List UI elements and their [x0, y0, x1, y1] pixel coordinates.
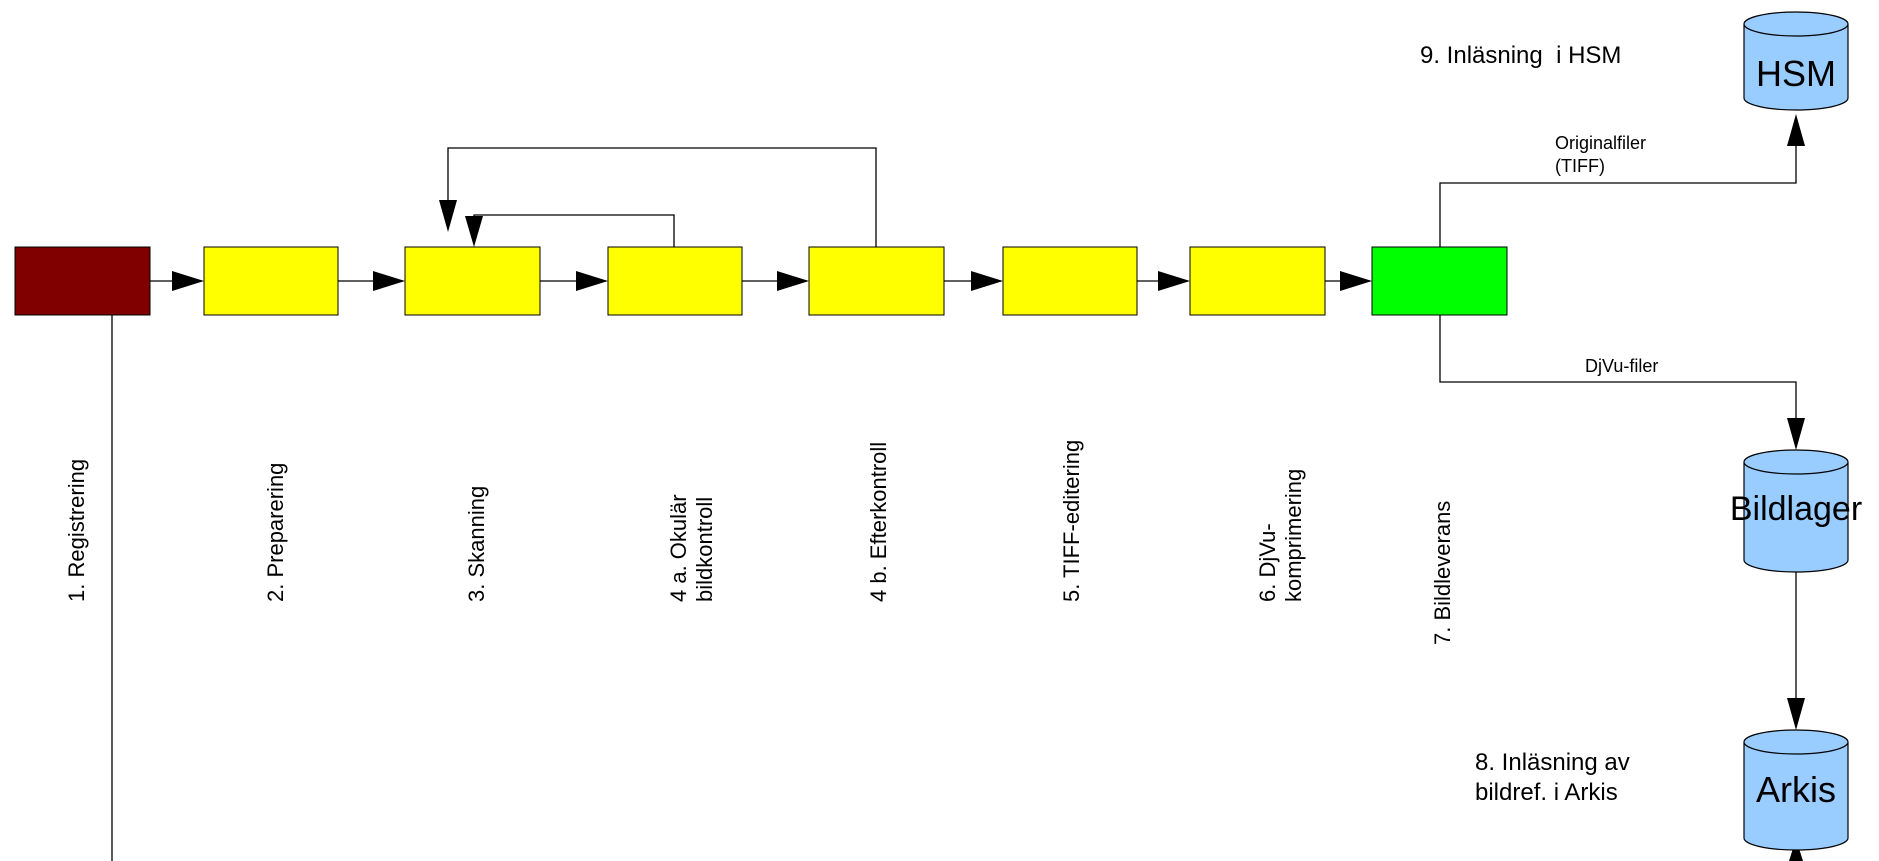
flow-to-hsm-arrowhead	[1787, 114, 1805, 146]
flow-label-djvu-filer: DjVu-filer	[1585, 356, 1658, 376]
loop-efterkontroll-arrowhead	[439, 200, 457, 232]
flow-to-hsm	[1439, 140, 1797, 247]
step-label-tiff-editering: 5. TIFF-editering	[1059, 440, 1084, 602]
step-box-preparering	[203, 246, 339, 316]
database-hsm-label: HSM	[1756, 53, 1836, 94]
database-hsm-top	[1743, 11, 1849, 37]
database-hsm-body	[1743, 24, 1849, 111]
flow-to-bildlager-arrowhead	[1787, 418, 1805, 450]
step-box-djvu-komprimering	[1189, 246, 1326, 316]
loop-okular-to-skanning	[473, 214, 675, 247]
step-label-bildleverans-line1: 7. Bildleverans	[1430, 501, 1455, 645]
feedback-loops	[439, 147, 877, 247]
database-bildlager-top	[1743, 449, 1849, 475]
step-label-okular-line2: bildkontroll	[692, 497, 717, 602]
step-label-registrering: 1. Registrering	[64, 459, 89, 602]
step-label-preparering-line1: 2. Preparering	[263, 463, 288, 602]
step-label-registrering-line1: 1. Registrering	[64, 459, 89, 602]
step-box-registrering	[14, 246, 151, 316]
arrowhead-2-3	[373, 271, 405, 291]
step-label-djvu-line1: 6. DjVu-	[1255, 523, 1280, 602]
arrowhead-1-2	[172, 271, 204, 291]
database-bildlager-body	[1743, 462, 1849, 573]
note-hsm-load: 9. Inläsning i HSM	[1420, 42, 1621, 69]
step-label-skanning-line1: 3. Skanning	[464, 486, 489, 602]
arrowhead-5-6	[971, 271, 1003, 291]
step-box-skanning	[404, 246, 541, 316]
arrowhead-4-5	[777, 271, 809, 291]
database-arkis-top	[1743, 729, 1849, 755]
arrowhead-6-7	[1158, 271, 1190, 291]
flow-bildlager-to-arkis-arrowhead	[1787, 698, 1805, 730]
step-labels: 1. Registrering 2. Preparering 3. Skanni…	[64, 440, 1455, 645]
step-box-efterkontroll	[808, 246, 945, 316]
step-label-djvu-line2: komprimering	[1281, 469, 1306, 602]
step-box-bildleverans	[1371, 246, 1508, 316]
step-label-okular-line1: 4 a. Okulär	[666, 494, 691, 602]
step-label-efterkontroll-line1: 4 b. Efterkontroll	[866, 442, 891, 602]
arrowhead-7-8	[1340, 271, 1372, 291]
database-bildlager-label: Bildlager	[1730, 490, 1862, 528]
note-arkis-load-line1: 8. Inläsning av	[1475, 749, 1630, 776]
flow-label-originalfiler: Originalfiler	[1555, 133, 1646, 153]
step-box-okular-bildkontroll	[607, 246, 743, 316]
step-connectors	[150, 271, 1372, 291]
database-arkis-body	[1743, 742, 1849, 851]
step-label-bildleverans: 7. Bildleverans	[1430, 501, 1455, 645]
step-label-preparering: 2. Preparering	[263, 463, 288, 602]
loop-efterkontroll-to-skanning	[447, 147, 877, 247]
step-box-tiff-editering	[1002, 246, 1138, 316]
step-label-tiff-editering-line1: 5. TIFF-editering	[1059, 440, 1084, 602]
loop-okular-arrowhead	[465, 216, 483, 247]
delivery-flows	[1439, 114, 1805, 861]
arrowhead-3-4	[576, 271, 608, 291]
step-label-djvu: 6. DjVu- komprimering	[1255, 469, 1306, 602]
note-arkis-load-line2: bildref. i Arkis	[1475, 779, 1618, 806]
step-label-efterkontroll: 4 b. Efterkontroll	[866, 442, 891, 602]
database-arkis: Arkis	[1743, 729, 1849, 851]
step-label-skanning: 3. Skanning	[464, 486, 489, 602]
flow-label-tiff: (TIFF)	[1555, 156, 1605, 176]
database-bildlager: Bildlager	[1730, 449, 1862, 573]
flow-to-bildlager	[1439, 315, 1797, 430]
database-arkis-label: Arkis	[1756, 769, 1836, 810]
step-label-okular: 4 a. Okulär bildkontroll	[666, 494, 717, 602]
database-hsm: HSM	[1743, 11, 1849, 111]
